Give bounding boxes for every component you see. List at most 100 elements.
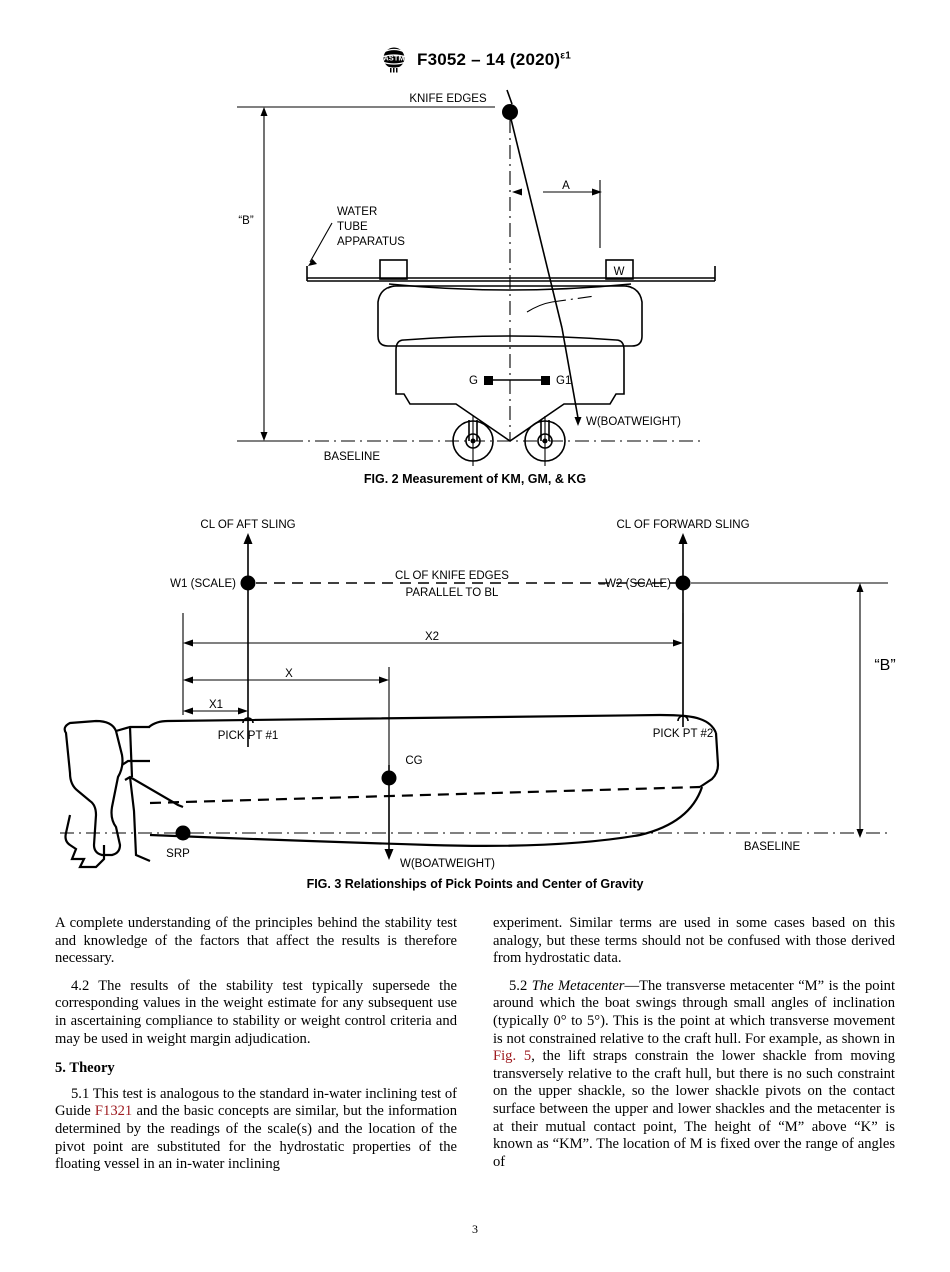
outboard-housing [63, 719, 124, 857]
para-5-1-text-b: and the basic concepts are similar, but … [55, 1103, 457, 1173]
outboard-lower-unit [64, 814, 106, 869]
figure-2: “B” KNIFE EDGES A WATER TUBE APPARATUS [0, 88, 950, 486]
para-5-1: 5.1 This test is analogous to the standa… [55, 1086, 457, 1174]
support-roller-right [524, 416, 566, 466]
fig2-label-apparatus: APPARATUS [337, 236, 405, 248]
designation-superscript: ε1 [560, 50, 571, 62]
fig3-label-w2: –W2 (SCALE) [599, 578, 671, 590]
forward-sling-arrow [678, 533, 688, 544]
para-5-2-text-b: , the lift straps constrain the lower sh… [493, 1048, 895, 1170]
astm-logo-icon: ASTM [381, 47, 407, 73]
fig2-label-b: “B” [238, 215, 254, 227]
water-tube-leader [309, 222, 333, 263]
fig2-label-g1: G1 [556, 375, 571, 387]
fig3-label-x1: X1 [209, 699, 223, 711]
page-header: ASTM F3052 – 14 (2020)ε1 [0, 46, 950, 74]
bow-stem [699, 732, 720, 788]
cg-point [381, 770, 397, 786]
fig2-label-w: W [614, 266, 625, 278]
fig2-label-water: WATER [337, 206, 377, 218]
body-columns: A complete understanding of the principl… [55, 915, 895, 1225]
pivot-point [502, 104, 518, 120]
weight-box [605, 259, 634, 280]
fig2-label-knife-edges: KNIFE EDGES [409, 93, 487, 105]
x1-arrow-left [183, 707, 193, 715]
boatweight-arrowhead [574, 417, 582, 426]
fig3-label-cl-forward-sling: CL OF FORWARD SLING [616, 519, 749, 531]
x-arrow-right [379, 676, 389, 684]
b-arrow-up [260, 107, 268, 116]
fig3-label-pick-pt-1: PICK PT #1 [218, 730, 279, 742]
fig3-label-x2: X2 [425, 631, 439, 643]
section-5-heading: 5. Theory [55, 1060, 115, 1077]
para-5-1-text-a: 5.1 This test is analogous to the standa… [55, 1085, 457, 1120]
beam-block-left [379, 259, 408, 280]
w1-scale-point [240, 575, 256, 591]
fig3-b-arrow-up [856, 583, 864, 592]
fig2-label-g: G [469, 375, 478, 387]
svg-text:ASTM: ASTM [383, 54, 404, 63]
para-4-2: 4.2 The results of the stability test ty… [55, 977, 457, 1047]
right-column: experiment. Similar terms are used in so… [493, 915, 895, 1225]
cg-weight-arrow [384, 849, 394, 860]
w2-scale-point [675, 575, 691, 591]
xref-f1321[interactable]: F1321 [94, 1103, 133, 1120]
x-arrow-left [183, 676, 193, 684]
pendulum-line-lower [561, 327, 579, 419]
xref-fig-5[interactable]: Fig. 5 [493, 1048, 532, 1065]
b-arrow-down [260, 432, 268, 441]
para-4-1-continued: A complete understanding of the principl… [55, 915, 457, 967]
fig3-label-x: X [285, 668, 293, 680]
fig3-label-parallel-bl: PARALLEL TO BL [406, 587, 500, 599]
pendulum-line [510, 118, 563, 329]
fig2-label-a: A [562, 180, 570, 192]
fig3-label-baseline: BASELINE [744, 841, 801, 853]
pivot-stem [506, 89, 513, 105]
angle-reference [551, 295, 596, 303]
pick-pt-1-eye [242, 717, 254, 724]
fig3-label-boatweight: W(BOATWEIGHT) [400, 858, 495, 870]
para-5-2: 5.2 The Metacenter—The transverse metace… [493, 978, 895, 1172]
fig3-label-cl-knife-edges: CL OF KNIFE EDGES [395, 570, 509, 582]
fig2-label-boatweight: W(BOATWEIGHT) [586, 416, 681, 428]
transom-vertical [128, 726, 134, 778]
x2-arrow-left [183, 639, 193, 647]
support-roller-left [452, 416, 494, 466]
figure-3-caption: FIG. 3 Relationships of Pick Points and … [306, 877, 644, 891]
x2-arrow-right [673, 639, 683, 647]
outboard-mount-lower [124, 775, 184, 809]
fig3-label-srp: SRP [166, 848, 190, 860]
figure-3: CL OF AFT SLING CL OF FORWARD SLING CL O… [0, 515, 950, 891]
fig2-label-tube: TUBE [337, 221, 368, 233]
designation-text: F3052 – 14 (2020) [417, 50, 561, 69]
left-column: A complete understanding of the principl… [55, 915, 457, 1225]
fig3-label-cl-aft-sling: CL OF AFT SLING [200, 519, 295, 531]
transom-edge [128, 776, 151, 863]
fig3-label-pick-pt-2: PICK PT #2 [653, 728, 714, 740]
outboard-bracket-mid [121, 759, 150, 766]
fig2-label-baseline: BASELINE [324, 451, 381, 463]
a-arrow-right [592, 188, 602, 196]
page-number: 3 [472, 1222, 478, 1236]
water-tube-arrowhead [308, 259, 317, 266]
fig3-label-w1: W1 (SCALE) [170, 578, 236, 590]
fig3-label-b: “B” [874, 657, 895, 674]
fig3-label-cg: CG [405, 755, 422, 767]
x1-arrow-right [238, 707, 248, 715]
point-g [484, 376, 493, 385]
para-5-2-text-a: —The transverse metacenter “M” is the po… [493, 977, 895, 1047]
figure-2-drawing: “B” KNIFE EDGES A WATER TUBE APPARATUS [237, 89, 716, 466]
chine-line [149, 785, 701, 805]
para-continued-right: experiment. Similar terms are used in so… [493, 915, 895, 967]
a-arrow-left [512, 188, 522, 196]
standard-designation: F3052 – 14 (2020)ε1 [417, 50, 571, 70]
para-5-2-number: 5.2 [509, 977, 532, 994]
point-g1 [541, 376, 550, 385]
sheer-line [403, 335, 617, 341]
angle-leader [526, 301, 553, 313]
hull-topside [377, 285, 643, 347]
figure-2-caption: FIG. 2 Measurement of KM, GM, & KG [363, 472, 587, 486]
figure-3-drawing: CL OF AFT SLING CL OF FORWARD SLING CL O… [60, 519, 896, 870]
aft-sling-arrow [243, 533, 253, 544]
